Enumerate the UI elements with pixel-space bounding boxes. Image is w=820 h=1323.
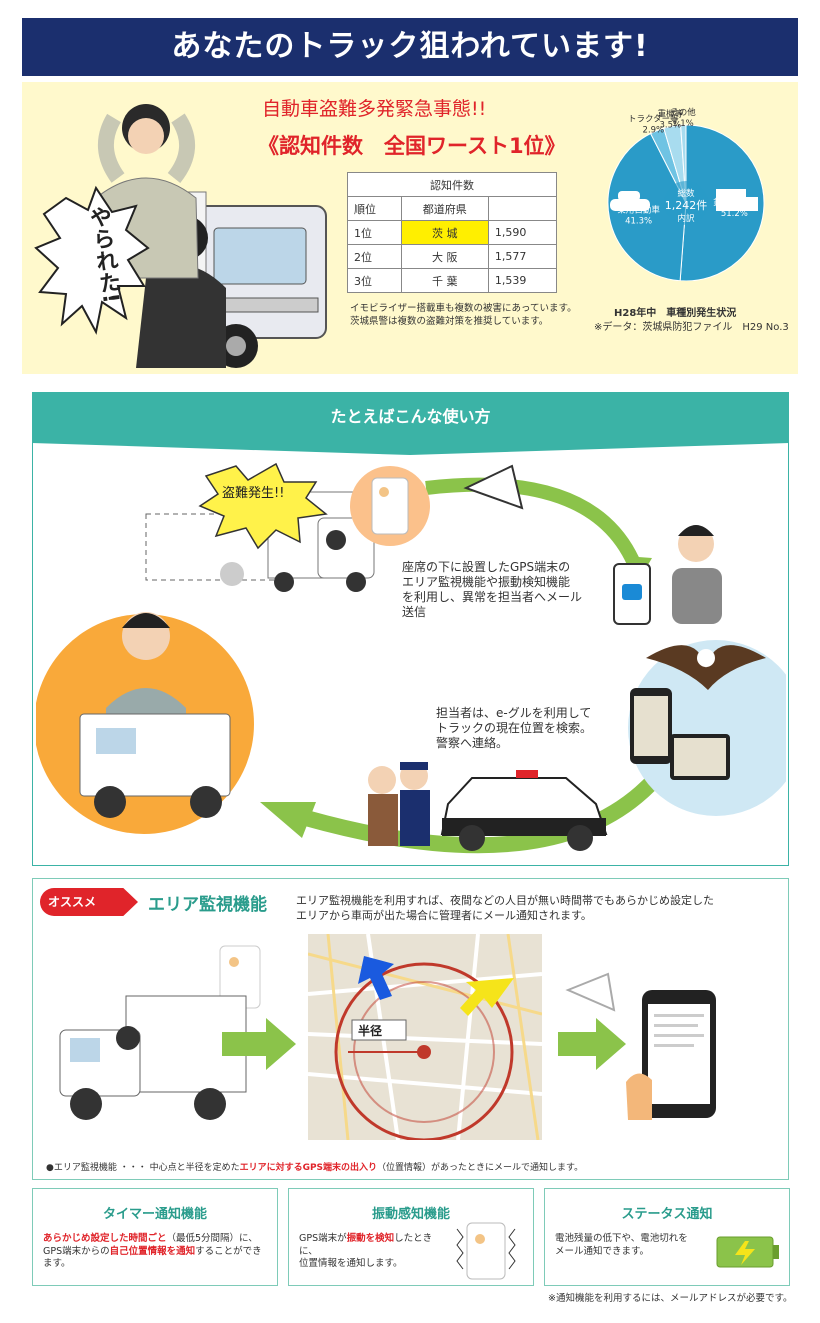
pie-center-label: 内訳 (677, 213, 695, 224)
pref-cell: 大 阪 (400, 244, 489, 269)
truck-icon (716, 189, 758, 211)
vibration-card: 振動感知機能 GPS端末が振動を検知したときに、 位置情報を通知します。 (288, 1188, 534, 1286)
pref-cell: 千 葉 (400, 268, 489, 293)
footnote: ※通知機能を利用するには、メールアドレスが必要です。 (548, 1293, 793, 1304)
pie-value: 3.5% (660, 120, 682, 130)
note-text: （位置情報）があったときにメールで通知します。 (377, 1163, 584, 1173)
arrow-right-icon (558, 1018, 626, 1070)
pie-chart: 貨物自動車51.2%乗用自動車41.3%トラクター等2.9%重機等3.5%その他… (607, 107, 765, 281)
desc-line: エリア監視機能を利用すれば、夜間などの人目が無い時間帯でもあらかじめ設定した (296, 894, 714, 907)
battery-icon (716, 1236, 779, 1268)
pie-label: トラクター等 (628, 113, 679, 124)
arrow-right-icon (222, 1018, 296, 1070)
theft-illustration (34, 104, 327, 368)
gps-device-icon (371, 477, 409, 535)
police-officer-icon (400, 790, 430, 846)
timer-card: タイマー通知機能 あらかじめ設定した時間ごと（最低5分間隔）に、 GPS端末から… (32, 1188, 278, 1286)
eagle-icon (646, 645, 766, 690)
pie-value: 1.1% (672, 119, 694, 129)
exit-arrow-icon (358, 956, 394, 1000)
rank-cell: 2位 (347, 244, 402, 269)
page-title: あなたのトラック狙われています! (22, 18, 798, 76)
pref-cell: 茨 城 (400, 220, 489, 245)
col-header-rank: 順位 (347, 196, 402, 221)
usage-illustration (36, 462, 786, 854)
alert-heading: 自動車盗難多発緊急事態!! (262, 98, 487, 120)
thief-icon (326, 530, 346, 550)
caption-line: 送信 (402, 605, 427, 619)
caption-line: を利用し、異常を担当者へメール (402, 590, 583, 604)
radius-circle (334, 962, 514, 1140)
mail-notify-illustration (558, 972, 716, 1120)
usage-title: たとえばこんな使い方 (32, 392, 789, 442)
caption-notify: 座席の下に設置したGPS端末の エリア監視機能や振動検知機能 を利用し、異常を担… (402, 560, 582, 620)
col-header-pref: 都道府県 (400, 196, 489, 221)
center-point (417, 1045, 431, 1059)
count-cell: 1,590 (487, 220, 558, 245)
pie-title: H28年中 車種別発生状況 (614, 308, 737, 319)
alert-subheading: 《認知件数 全国ワースト1位》 (258, 134, 566, 158)
caption-search: 担当者は、e-グルを利用して トラックの現在位置を検索。 警察へ連絡。 (436, 706, 592, 751)
rank-cell: 3位 (347, 268, 402, 293)
table-caption: 認知件数 (347, 172, 557, 197)
mail-icon (565, 972, 616, 1012)
area-map: 半径 (308, 934, 542, 1140)
card-title: ステータス通知 (621, 1207, 713, 1222)
area-title: エリア監視機能 (148, 895, 267, 915)
pie-label: 重機等 (658, 108, 684, 119)
pie-value: 41.3% (625, 217, 652, 227)
desc-line: エリアから車両が出た場合に管理者にメール通知されます。 (296, 909, 592, 922)
caption-line: 担当者は、e-グルを利用して (436, 706, 592, 720)
pie-value: 2.9% (643, 125, 665, 135)
pie-center-total: 1,242件 (665, 199, 708, 212)
pie-value: 51.2% (721, 209, 748, 219)
radius-label: 半径 (358, 1024, 383, 1038)
pie-center (664, 181, 708, 225)
truck-gps-illustration (59, 945, 296, 1120)
count-cell: 1,577 (487, 244, 558, 269)
card-title: 振動感知機能 (371, 1207, 450, 1222)
car-icon (610, 191, 650, 211)
vibrating-device-icon (456, 1222, 516, 1280)
rank-cell: 1位 (347, 220, 402, 245)
card-body: あらかじめ設定した時間ごと（最低5分間隔）に、 GPS端末からの自己位置情報を通… (43, 1233, 262, 1269)
pie-source: ※データ：茨城県防犯ファイル H29 No.3 (594, 322, 789, 333)
pie-label: その他 (670, 107, 696, 118)
alert-burst (198, 462, 328, 550)
search-bg (628, 640, 786, 816)
enter-arrow-icon (460, 978, 514, 1016)
note-text: ●エリア監視機能 ・・・ 中心点と半径を定めた (46, 1163, 240, 1173)
table-notes: イモビライザー搭載車も複数の被害にあっています。 茨城県警は複数の盗難対策を推奨… (350, 302, 577, 328)
area-footnote: ●エリア監視機能 ・・・ 中心点と半径を定めたエリアに対するGPS端末の出入り（… (46, 1160, 583, 1173)
theft-bubble-text: 盗難発生!! (222, 486, 285, 501)
caption-line: エリア監視機能や振動検知機能 (402, 575, 571, 589)
area-description: エリア監視機能を利用すれば、夜間などの人目が無い時間帯でもあらかじめ設定した エ… (296, 893, 714, 923)
caption-line: 座席の下に設置したGPS端末の (402, 560, 571, 574)
note-line: イモビライザー搭載車も複数の被害にあっています。 (350, 303, 577, 314)
flow-arrow (425, 477, 643, 571)
card-title: タイマー通知機能 (102, 1207, 207, 1222)
recommend-badge: オススメ (40, 888, 138, 916)
mail-icon (463, 464, 524, 510)
status-card: ステータス通知 電池残量の低下や、電池切れをメール通知できます。 (544, 1188, 790, 1286)
pie-center-label: 総数 (677, 188, 695, 199)
note-line: 茨城県警は複数の盗難対策を推奨しています。 (350, 316, 549, 327)
count-cell: 1,539 (487, 268, 558, 293)
note-highlight: エリアに対するGPS端末の出入り (239, 1163, 378, 1173)
usage-title-arrow (32, 441, 789, 455)
thief-icon (116, 1026, 140, 1050)
card-body: GPS端末が振動を検知したときに、 位置情報を通知します。 (299, 1233, 433, 1269)
card-body: 電池残量の低下や、電池切れをメール通知できます。 (555, 1233, 688, 1257)
caption-line: トラックの現在位置を検索。 (436, 721, 593, 735)
caption-line: 警察へ連絡。 (436, 736, 509, 750)
